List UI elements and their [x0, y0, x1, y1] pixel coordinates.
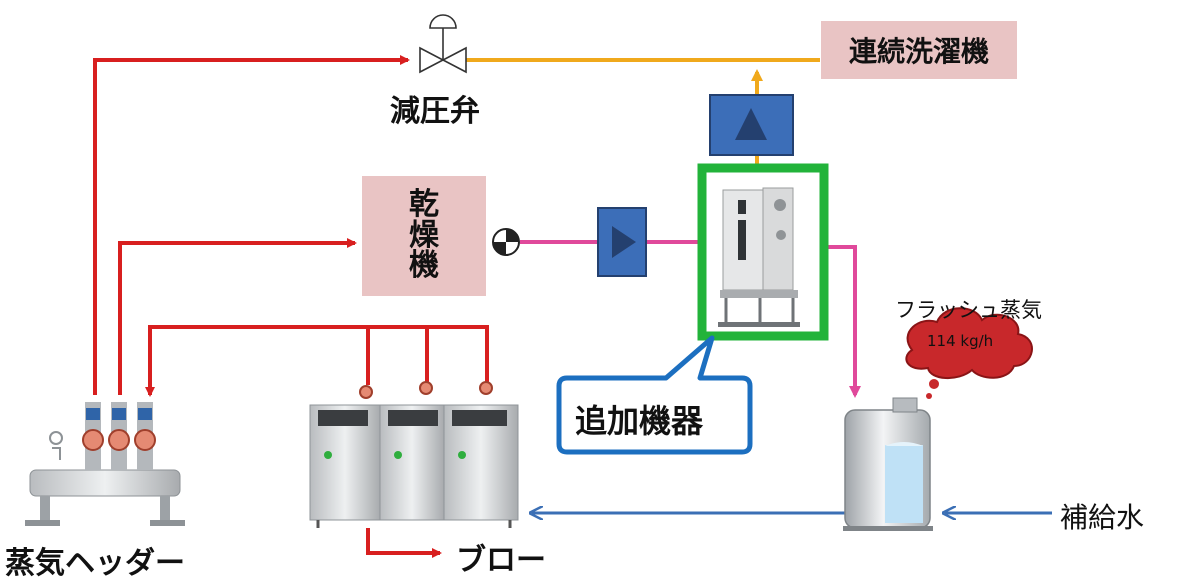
- blow-label: ブロー: [456, 543, 546, 578]
- additional-equipment-label: 追加機器: [575, 402, 704, 440]
- valve-icon: [419, 14, 467, 74]
- flash-rate-label: 114 kg/h: [927, 332, 994, 350]
- continuous-washer-box: 連続洗濯機: [821, 21, 1017, 79]
- blow-line: [366, 528, 442, 558]
- dryer-box: 乾 燥 機: [362, 176, 486, 296]
- dryer-label-char-2: 燥: [409, 217, 439, 253]
- dryer-label-char-1: 乾: [409, 187, 439, 223]
- cloud-icon: [905, 307, 1033, 399]
- header-icon: [25, 402, 185, 526]
- pump-icon: [597, 207, 647, 277]
- additional-equipment-frame: [697, 163, 829, 341]
- pressure-reducing-valve-label: 減圧弁: [390, 94, 480, 129]
- flash-steam-label: フラッシュ蒸気: [895, 298, 1042, 322]
- steam-line-to-dryer: [118, 238, 357, 395]
- continuous-washer-label: 連続洗濯機: [848, 35, 989, 68]
- callout-bubble: [556, 335, 753, 455]
- heat-recovery-unit-icon: [718, 187, 800, 327]
- boiler-icon: [309, 381, 519, 528]
- steam-line-from-boilers: [145, 325, 489, 397]
- dryer-label-char-3: 機: [409, 248, 439, 284]
- steam-header-label: 蒸気ヘッダー: [5, 546, 185, 581]
- makeup-water-label: 補給水: [1060, 501, 1145, 534]
- trap-icon: [492, 228, 520, 256]
- tank-icon: [843, 397, 933, 531]
- steam-line-to-washer: [93, 55, 410, 395]
- pump-icon: [709, 94, 794, 156]
